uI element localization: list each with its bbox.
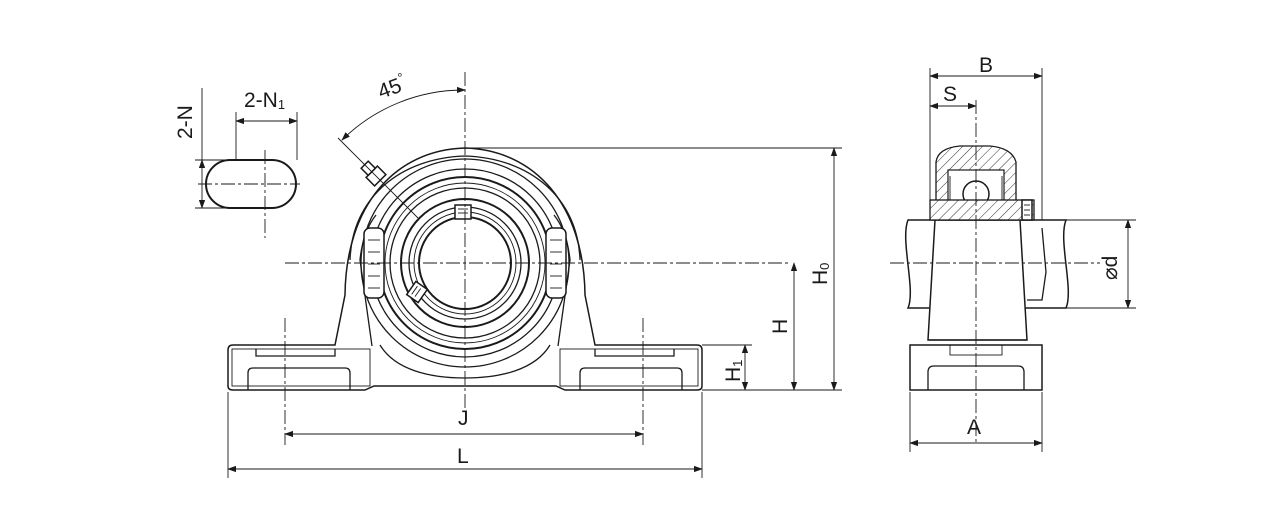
set-screw-top [454,204,472,220]
label-l: L [457,445,469,468]
front-view: 45° J L H1 H H0 [227,69,842,478]
slot-detail: 2-N1 2-N [174,88,300,238]
label-angle-45: 45° [374,69,410,103]
side-view: B S A ⌀d [890,54,1136,452]
label-2-n: 2-N [174,105,197,139]
label-b: B [979,54,993,77]
side-housing [927,219,1028,341]
label-s: S [943,83,957,106]
label-d: ⌀d [1099,256,1122,280]
label-h: H [769,319,792,334]
label-h1: H1 [722,360,745,382]
base-foot-left [231,348,371,390]
label-2-n1: 2-N1 [244,89,285,112]
label-a: A [967,416,981,439]
set-screw-side [405,280,429,304]
label-j: J [458,407,469,430]
base-foot-right [559,348,699,390]
label-h0: H0 [809,263,832,285]
